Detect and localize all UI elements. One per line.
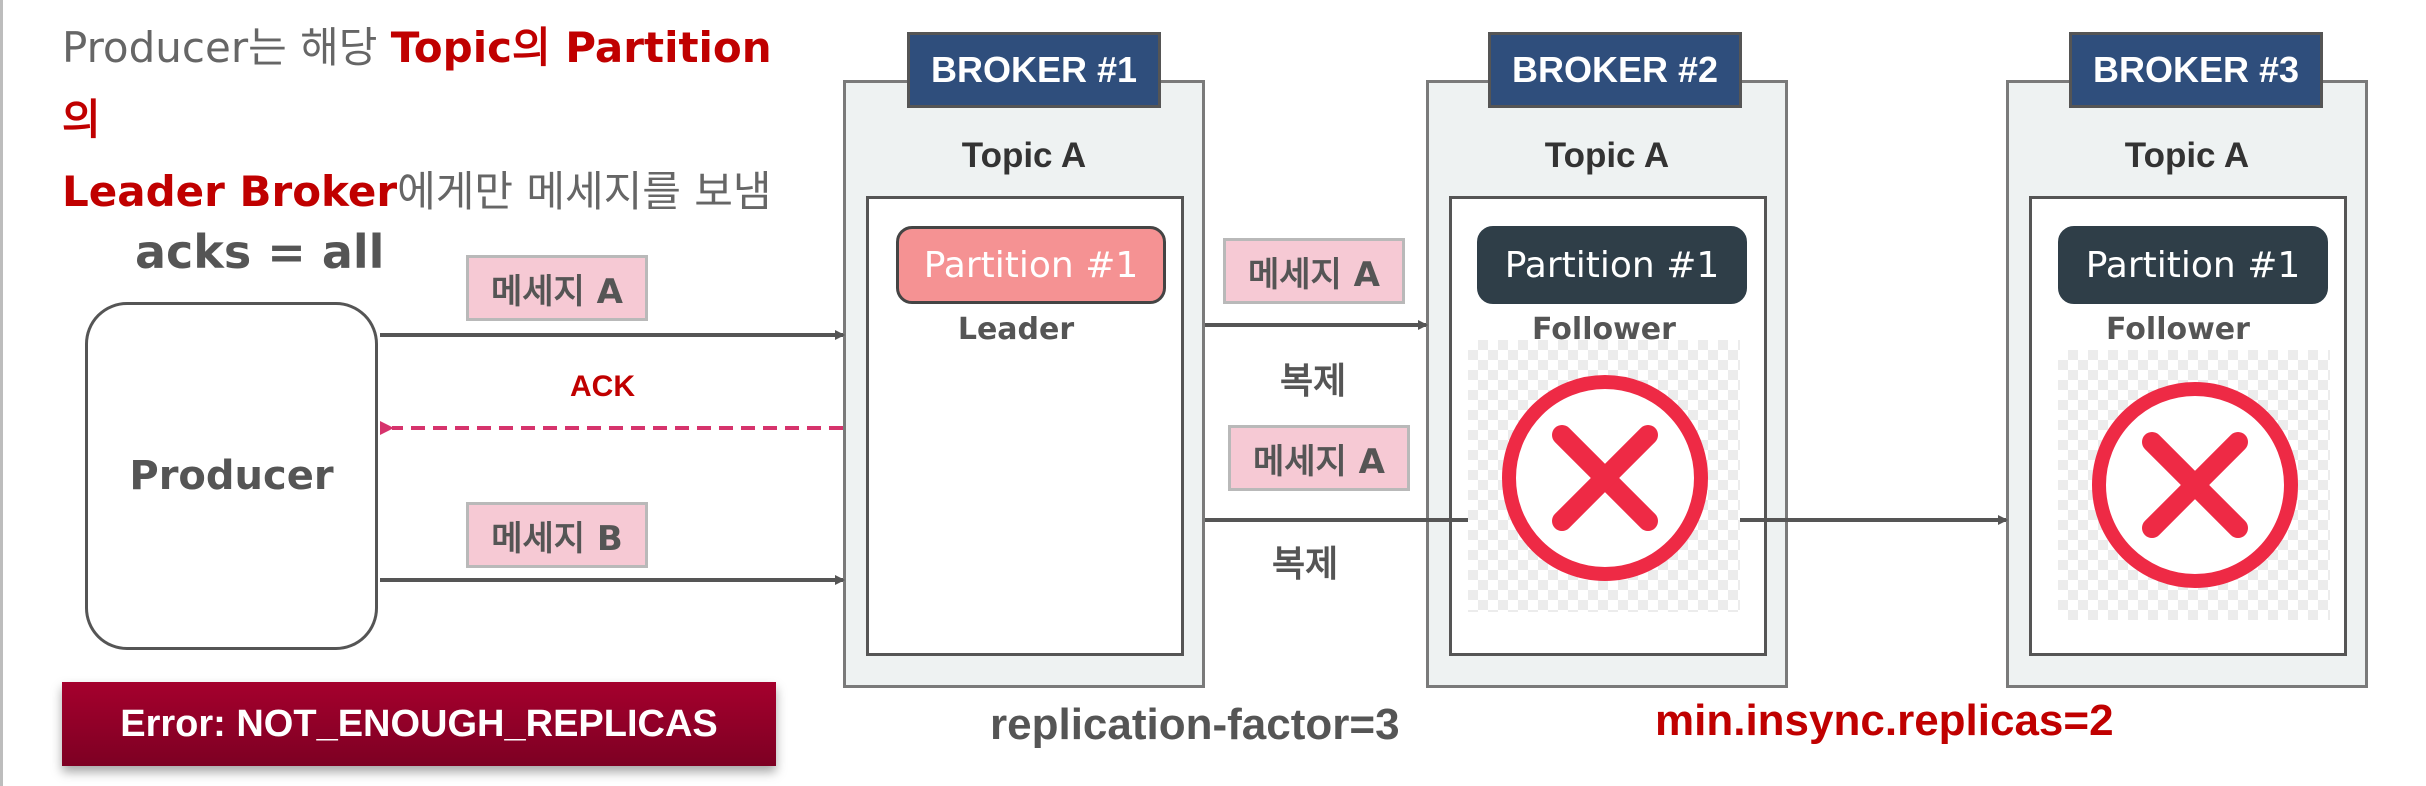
ack-label: ACK: [570, 370, 635, 403]
broker-2-topic: Topic A: [1544, 136, 1670, 175]
x-circle-icon: [1500, 373, 1710, 583]
broker-2-partition-follower: Partition #1: [1477, 226, 1747, 304]
broker-2-header: BROKER #2: [1488, 32, 1742, 108]
min-insync-label: min.insync.replicas=2: [1655, 696, 2114, 745]
header-highlight-topic: Topic의 Partition의: [62, 23, 772, 144]
broker-3-role: Follower: [2106, 312, 2250, 347]
x-circle-icon: [2090, 380, 2300, 590]
error-text: Error: NOT_ENOUGH_REPLICAS: [120, 702, 718, 745]
broker-3-header: BROKER #3: [2069, 32, 2323, 108]
message-a-label: 메세지 A: [466, 255, 648, 321]
header-highlight-leader: Leader Broker: [62, 167, 398, 216]
broker-1-topic: Topic A: [961, 136, 1087, 175]
replicate-label-2: 복제: [1272, 544, 1339, 585]
acks-label: acks = all: [135, 225, 385, 279]
broker-1-header: BROKER #1: [907, 32, 1161, 108]
replicate-message-a-2: 메세지 A: [1228, 425, 1410, 491]
broker-1-role: Leader: [957, 312, 1075, 347]
broker-3-topic: Topic A: [2124, 136, 2250, 175]
broker-3-partition-follower: Partition #1: [2058, 226, 2328, 304]
replication-factor-label: replication-factor=3: [990, 700, 1400, 749]
header-part4: 에게만 메세지를 보냄: [397, 167, 772, 216]
broker-1-partition-leader: Partition #1: [896, 226, 1166, 304]
header-part1: Producer는 해당: [62, 23, 391, 72]
slide-edge: [0, 0, 3, 786]
producer-label: Producer: [129, 453, 334, 499]
error-banner: Error: NOT_ENOUGH_REPLICAS: [62, 682, 776, 766]
replicate-message-a-1: 메세지 A: [1223, 238, 1405, 304]
header-text: Producer는 해당 Topic의 Partition의 Leader Br…: [62, 12, 782, 228]
message-b-label: 메세지 B: [466, 502, 648, 568]
replicate-label-1: 복제: [1280, 361, 1347, 402]
producer-box: Producer: [85, 302, 378, 650]
